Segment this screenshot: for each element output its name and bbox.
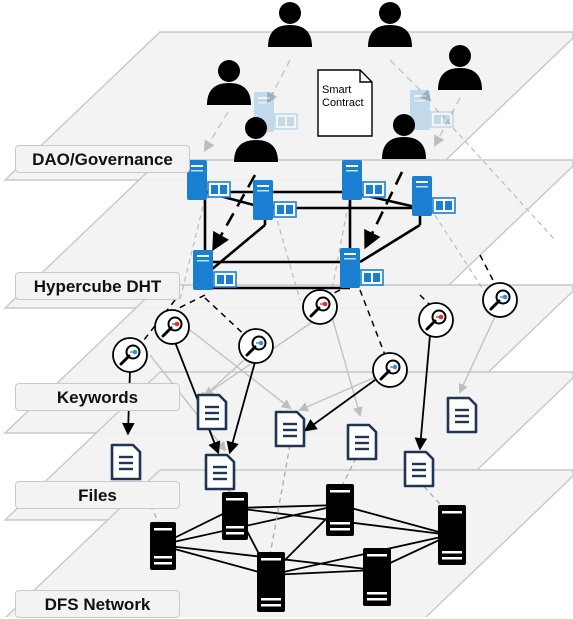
user-icon	[382, 114, 426, 159]
layer-label-dao: DAO/Governance	[15, 145, 190, 173]
document-icon	[204, 453, 236, 491]
layer-label-dht: Hypercube DHT	[15, 272, 180, 300]
blue-server-icon	[340, 248, 384, 288]
blue-server-icon	[410, 90, 454, 130]
magnifier-key-icon	[112, 337, 148, 373]
user-icon	[268, 2, 312, 47]
layer-label-keywords: Keywords	[15, 383, 180, 411]
black-server-icon	[438, 505, 466, 565]
document-icon	[346, 423, 378, 461]
document-icon	[446, 396, 478, 434]
blue-server-icon	[342, 160, 386, 200]
black-server-icon	[326, 484, 354, 536]
document-icon	[403, 450, 435, 488]
blue-server-icon	[412, 176, 456, 216]
user-icon	[368, 2, 412, 47]
magnifier-key-icon	[238, 328, 274, 364]
document-icon	[196, 393, 228, 431]
magnifier-key-icon	[372, 352, 408, 388]
black-server-icon	[257, 552, 285, 612]
smart-contract-icon	[317, 69, 373, 137]
blue-server-icon	[254, 92, 298, 132]
blue-server-icon	[193, 250, 237, 290]
black-server-icon	[363, 548, 391, 606]
black-server-icon	[222, 492, 248, 540]
magnifier-key-icon	[302, 289, 338, 325]
user-icon	[438, 45, 482, 90]
document-icon	[274, 410, 306, 448]
user-icon	[207, 60, 251, 105]
blue-server-icon	[187, 160, 231, 200]
layer-label-dfs: DFS Network	[15, 590, 180, 618]
layer-label-files: Files	[15, 481, 180, 509]
document-icon	[110, 443, 142, 481]
blue-server-icon	[253, 180, 297, 220]
magnifier-key-icon	[154, 309, 190, 345]
magnifier-key-icon	[482, 282, 518, 318]
black-server-icon	[150, 522, 176, 570]
magnifier-key-icon	[418, 302, 454, 338]
user-icon	[234, 117, 278, 162]
